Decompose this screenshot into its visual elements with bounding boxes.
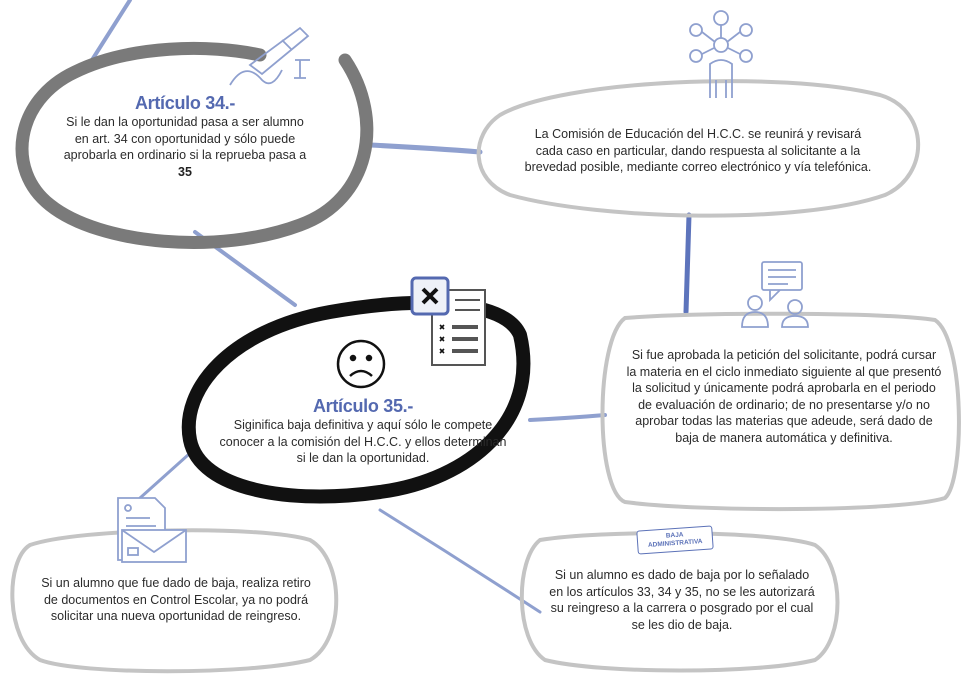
connector-35-retiro	[138, 453, 190, 500]
connector-35-aprobada	[528, 413, 607, 422]
node-retiro: Si un alumno que fue dado de baja, reali…	[36, 575, 316, 625]
ring-art34	[15, 41, 374, 249]
connector-35-baja	[378, 508, 542, 614]
checklist-document-icon	[410, 276, 486, 366]
articulo-35-title: Artículo 35.-	[312, 396, 414, 416]
ring-baja	[519, 531, 840, 673]
articulo-34-text: Si le dan la oportunidad pasa a ser alum…	[63, 115, 307, 179]
network-person-icon	[689, 10, 753, 98]
retiro-text: Si un alumno que fue dado de baja, reali…	[41, 576, 311, 623]
connector-top-left	[90, 0, 132, 62]
articulo-34-bold: 35	[178, 164, 192, 179]
node-aprobada: Si fue aprobada la petición del solicita…	[626, 347, 942, 446]
node-articulo-34: Artículo 34.- Si le dan la oportunidad p…	[60, 92, 310, 180]
pen-signature-icon	[229, 26, 310, 86]
ring-comision	[476, 79, 921, 218]
ring-art35	[181, 296, 531, 504]
ring-retiro	[10, 528, 339, 674]
articulo-35-text: Siginifica baja definitiva y aquí sólo l…	[219, 418, 507, 465]
connector-34-comision	[367, 142, 483, 155]
node-articulo-35: Artículo 35.- Siginifica baja definitiva…	[218, 395, 508, 467]
ring-aprobada	[600, 311, 961, 512]
node-baja: Si un alumno es dado de baja por lo seña…	[548, 567, 816, 633]
baja-text: Si un alumno es dado de baja por lo seña…	[549, 568, 815, 632]
letter-envelope-icon	[117, 497, 187, 563]
sad-face-icon	[336, 339, 386, 389]
connector-comision-aprobada	[683, 212, 692, 315]
aprobada-text: Si fue aprobada la petición del solicita…	[626, 348, 942, 445]
node-comision: La Comisión de Educación del H.C.C. se r…	[520, 126, 876, 176]
comision-text: La Comisión de Educación del H.C.C. se r…	[524, 127, 872, 174]
articulo-34-title: Artículo 34.-	[134, 93, 236, 113]
chat-people-icon	[741, 261, 809, 328]
